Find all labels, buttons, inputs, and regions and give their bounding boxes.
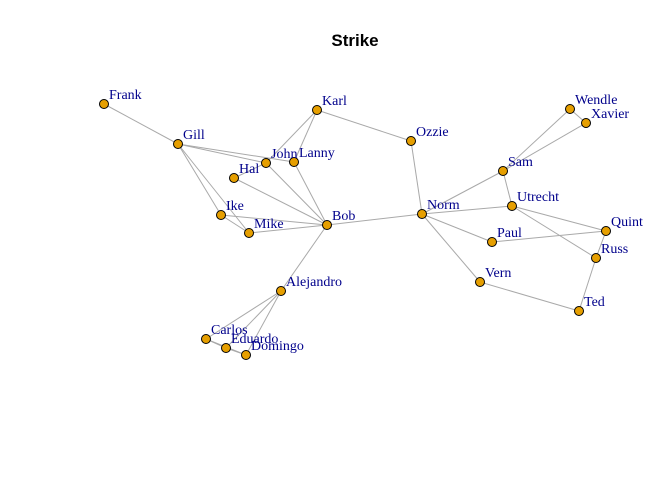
edge-john-hal <box>233 162 267 179</box>
edge-norm-sam <box>421 170 504 215</box>
edge-layer <box>103 103 607 356</box>
node-frank <box>99 99 109 109</box>
edge-bob-norm <box>326 213 423 226</box>
node-mike <box>244 228 254 238</box>
node-lanny <box>289 157 299 167</box>
node-quint <box>601 226 611 236</box>
edge-mike-bob <box>248 224 328 234</box>
edge-gill-lanny <box>177 143 295 163</box>
node-label-bob: Bob <box>332 209 355 224</box>
node-utrecht <box>507 201 517 211</box>
node-label-ozzie: Ozzie <box>416 125 449 140</box>
edge-sam-xavier <box>502 122 587 172</box>
node-paul <box>487 237 497 247</box>
edge-paul-quint <box>491 230 607 243</box>
node-gill <box>173 139 183 149</box>
node-label-eduardo: Eduardo <box>231 332 278 347</box>
node-hal <box>229 173 239 183</box>
node-label-frank: Frank <box>109 88 142 103</box>
edge-sam-wendle <box>502 108 571 172</box>
edge-alejandro-eduardo <box>225 290 282 349</box>
edge-hal-bob <box>233 177 328 226</box>
edge-gill-john <box>177 143 267 164</box>
node-label-hal: Hal <box>239 162 259 177</box>
node-bob <box>322 220 332 230</box>
edge-ike-bob <box>220 214 328 226</box>
edge-norm-vern <box>421 213 481 283</box>
edge-karl-lanny <box>293 109 318 163</box>
node-ozzie <box>406 136 416 146</box>
node-ike <box>216 210 226 220</box>
edge-utrecht-quint <box>511 205 607 232</box>
node-label-vern: Vern <box>485 266 511 281</box>
edge-utrecht-russ <box>511 205 597 259</box>
edge-alejandro-carlos <box>205 290 282 340</box>
node-label-russ: Russ <box>601 242 628 257</box>
node-ted <box>574 306 584 316</box>
edge-norm-utrecht <box>421 205 513 215</box>
node-xavier <box>581 118 591 128</box>
node-label-alejandro: Alejandro <box>286 275 342 290</box>
node-label-utrecht: Utrecht <box>517 190 559 205</box>
node-label-ted: Ted <box>584 295 605 310</box>
node-label-xavier: Xavier <box>591 107 629 122</box>
node-label-mike: Mike <box>254 217 284 232</box>
diagram-title: Strike <box>331 31 378 50</box>
edge-bob-alejandro <box>280 224 328 292</box>
edge-gill-ike <box>177 143 222 216</box>
edge-karl-ozzie <box>316 109 412 142</box>
node-label-carlos: Carlos <box>211 323 248 338</box>
node-label-sam: Sam <box>508 155 533 170</box>
edge-vern-ted <box>479 281 580 312</box>
node-layer <box>99 99 611 360</box>
edge-alejandro-domingo <box>245 290 282 356</box>
node-label-ike: Ike <box>226 199 244 214</box>
node-domingo <box>241 350 251 360</box>
node-label-domingo: Domingo <box>251 339 304 354</box>
node-label-lanny: Lanny <box>299 146 335 161</box>
node-label-quint: Quint <box>611 215 643 230</box>
node-label-john: John <box>271 147 297 162</box>
node-label-karl: Karl <box>322 94 347 109</box>
node-russ <box>591 253 601 263</box>
node-label-gill: Gill <box>183 128 205 143</box>
node-sam <box>498 166 508 176</box>
edge-karl-john <box>265 109 318 164</box>
node-label-wendle: Wendle <box>575 93 617 108</box>
node-carlos <box>201 334 211 344</box>
node-john <box>261 158 271 168</box>
edge-ike-mike <box>220 214 250 234</box>
node-vern <box>475 277 485 287</box>
node-norm <box>417 209 427 219</box>
node-label-norm: Norm <box>427 198 460 213</box>
edge-john-bob <box>265 162 328 226</box>
node-alejandro <box>276 286 286 296</box>
edge-frank-gill <box>103 103 179 145</box>
edge-ozzie-norm <box>410 140 423 215</box>
node-eduardo <box>221 343 231 353</box>
edge-norm-paul <box>421 213 493 243</box>
edge-sam-utrecht <box>502 170 513 207</box>
edge-gill-mike <box>177 143 250 234</box>
edge-lanny-bob <box>293 161 328 226</box>
node-wendle <box>565 104 575 114</box>
node-label-paul: Paul <box>497 226 522 241</box>
edge-russ-ted <box>578 257 597 312</box>
node-karl <box>312 105 322 115</box>
